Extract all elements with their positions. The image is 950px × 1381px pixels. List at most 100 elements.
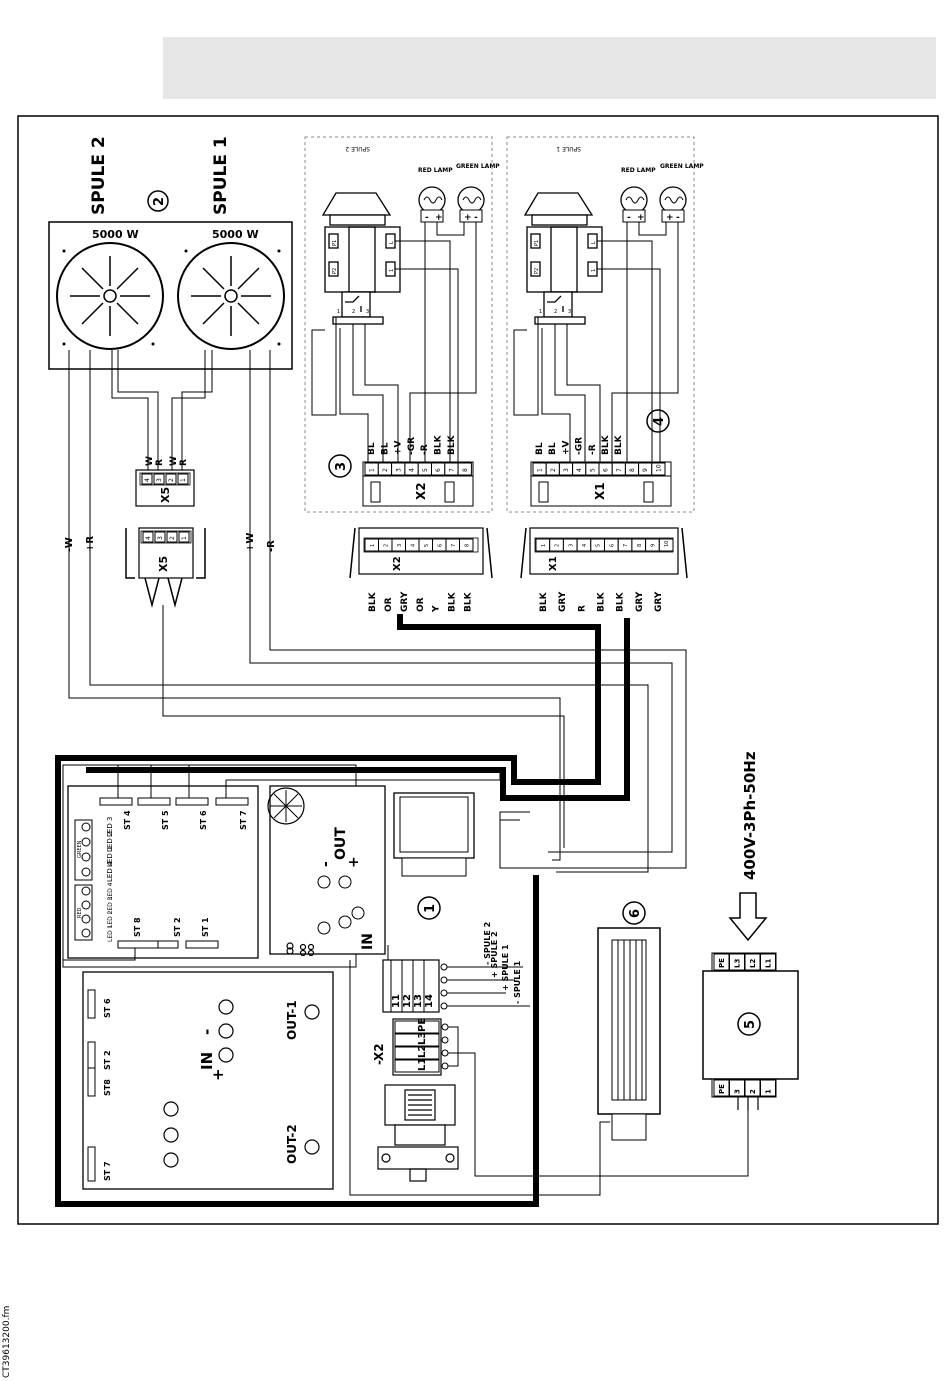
- panel2-wire-label: +V: [394, 440, 404, 455]
- green-led-icon: [81, 852, 91, 862]
- fan-marker: 6: [628, 909, 643, 918]
- tb-spule-label: + SPULE 2: [490, 931, 499, 978]
- x5-pin-box: [153, 473, 165, 485]
- cb-connector-bottom: [157, 940, 179, 949]
- x1-plug-pin: 1: [541, 544, 547, 547]
- supply-label: 400V-3Ph-50Hz: [741, 751, 759, 880]
- pb-out2: OUT-2: [285, 1124, 299, 1164]
- panel2-internal-wires: [311, 222, 477, 462]
- x1-plug-pin: 2: [555, 544, 561, 547]
- panel2-marker: 3: [334, 462, 349, 471]
- panel2-caption: SPULE 2: [345, 145, 370, 152]
- green-led-label: LED 3: [106, 817, 114, 837]
- x2-plug-pin: 4: [410, 544, 416, 547]
- wire-minus-r: -R: [266, 540, 277, 552]
- panel-spule2: SPULE 2 RED LAMP GREEN LAMP - + + -: [304, 136, 500, 513]
- panel2-pin: 8: [462, 468, 469, 472]
- panel1-sw-pin-1: 1: [539, 309, 542, 315]
- x5-wire-label: R: [155, 459, 165, 466]
- x1-plug-wire: BLK: [539, 591, 549, 612]
- panel1-switch: [523, 192, 603, 325]
- tb-number: 13: [413, 994, 424, 1008]
- panel1-sw-pin-3: 3: [568, 309, 571, 315]
- x2-terminal-box: [394, 1046, 440, 1060]
- pb-connector-label: ST 2: [103, 1050, 112, 1070]
- x1-plug-pin: 4: [582, 544, 588, 547]
- panel2-pin: 7: [448, 468, 455, 472]
- panel2-sw-pin-1: 1: [337, 309, 340, 315]
- x2-terminal-box: [394, 1059, 440, 1073]
- panel2-sw-pin-3: 3: [366, 309, 369, 315]
- panel-spule1: SPULE 1 RED LAMP GREEN LAMP - + + -: [506, 136, 704, 513]
- x2-plug-pin: 6: [437, 544, 443, 547]
- tb-spule-label: - SPULE 1: [513, 960, 522, 1004]
- panel1-red-lamp: RED LAMP: [621, 167, 656, 174]
- psu-marker: 1: [423, 904, 438, 913]
- x2-plug-wire: OR: [416, 597, 426, 612]
- x2-plug-pin: 3: [397, 544, 403, 547]
- panel1-wire-label: BLK: [601, 434, 611, 455]
- panel2-green-plus: +: [464, 213, 472, 223]
- pb-in-plus: +: [209, 1068, 227, 1081]
- supply-terminal-top: PE: [718, 958, 726, 968]
- footer-code: CT39613200.fm: [2, 1306, 12, 1378]
- coil-right: [177, 242, 285, 350]
- panel2-wire-label: BL: [367, 442, 377, 455]
- panel2-pin: 4: [409, 468, 416, 472]
- red-led-label: LED 1: [107, 924, 114, 942]
- supply-terminal-top-box: [760, 953, 776, 971]
- x2-terminal-box: [394, 1020, 440, 1034]
- x1-plug-wire: GRY: [654, 591, 664, 612]
- supply-marker: 5: [743, 1020, 758, 1029]
- x2-terminal-label: L2: [417, 1045, 428, 1058]
- diagram-frame: [17, 115, 939, 1225]
- red-led-icon: [81, 886, 91, 896]
- cb-green-label: GREEN: [77, 840, 83, 858]
- cb-connector-top: [175, 797, 209, 806]
- x1-plug-wire: BLK: [597, 591, 607, 612]
- x5-plug-label: X5: [157, 556, 170, 572]
- x2-plug-pin: 1: [370, 544, 376, 547]
- x2-terminal-label: L3: [417, 1032, 428, 1045]
- panel2-connector: X2: [414, 482, 428, 500]
- psu-in-label: IN: [360, 933, 376, 950]
- pb-connector: [87, 989, 96, 1019]
- green-led-icon: [81, 837, 91, 847]
- x2-plug-wire: BLK: [464, 591, 474, 612]
- panel1-wire-label: BL: [548, 442, 558, 455]
- psu-fan-icon: [267, 787, 305, 825]
- x5-plug-pin-box: [178, 531, 190, 543]
- supply-terminal-bottom: 2: [749, 1089, 757, 1094]
- x5-pin: 4: [144, 478, 151, 482]
- coil-marker: 2: [152, 197, 167, 206]
- panel2-green-lamp: GREEN LAMP: [456, 163, 500, 170]
- coil-leads: [111, 350, 213, 470]
- supply-terminal-bottom-box: [760, 1079, 776, 1097]
- x2-plug-wire: BLK: [368, 591, 378, 612]
- panel1-pin-1: 1: [591, 269, 597, 272]
- psu-board: OUT - + IN 1: [267, 785, 475, 957]
- x1-plug-wire: GRY: [635, 591, 645, 612]
- x5-wire-label: R: [179, 459, 189, 466]
- pb-connector-label: ST 6: [103, 998, 112, 1018]
- panel1-green-minus: -: [676, 213, 680, 223]
- supply-terminal-top: L1: [765, 959, 773, 968]
- cb-connector-label: ST 7: [239, 810, 248, 830]
- x2-terminal-box: [394, 1033, 440, 1047]
- pb-connector-label: ST 7: [103, 1161, 112, 1181]
- red-led-icon: [81, 928, 91, 938]
- x1-plug-pin: 8: [637, 544, 643, 547]
- tb-number: 11: [391, 994, 402, 1008]
- panel1-red-minus: -: [627, 213, 631, 223]
- panel1-pin: 9: [642, 468, 649, 472]
- cb-connector-top: [215, 797, 249, 806]
- x5-pin-box: [165, 473, 177, 485]
- fan: 6: [597, 901, 661, 1141]
- x1-plug-pin: 9: [650, 544, 656, 547]
- x2-plug-pin-box: [459, 538, 474, 552]
- red-led-label: LED 2: [107, 910, 114, 928]
- panel1-pin: 4: [576, 468, 583, 472]
- x5-pin: 1: [180, 478, 187, 482]
